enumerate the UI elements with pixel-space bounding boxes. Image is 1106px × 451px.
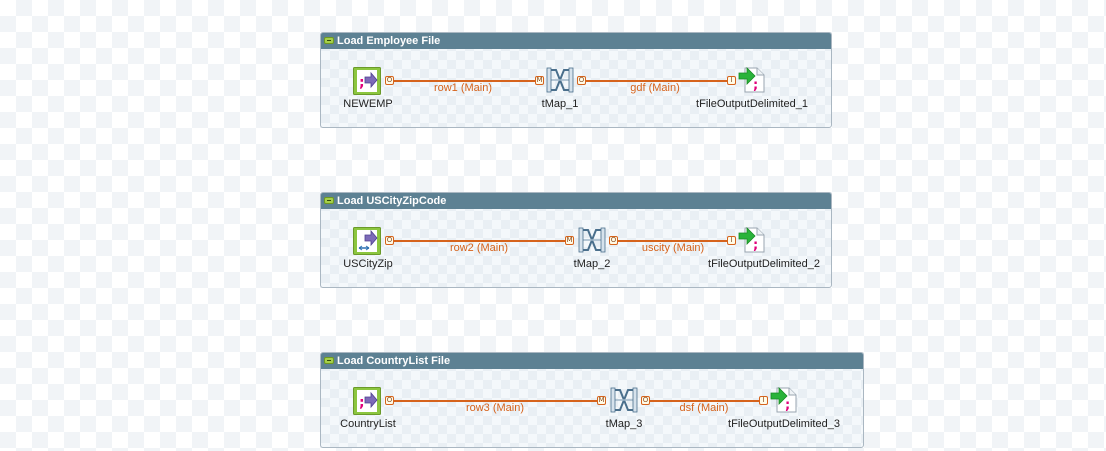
component-label[interactable]: tFileOutputDelimited_1 [696,98,808,110]
svg-text:;: ; [785,398,790,413]
connection-gdf[interactable] [586,80,728,82]
output-port[interactable]: O [385,236,394,245]
subjob-load-countrylist-file[interactable]: Load CountryList File ; O row3 (Main) Co… [320,352,864,448]
connection-label[interactable]: row1 (Main) [433,82,493,94]
file-input-icon[interactable]: ; [353,387,381,415]
subjob-load-employee-file[interactable]: Load Employee File ; O row1 (Main) NEWEM… [320,32,832,128]
map-input-port[interactable]: M [597,396,606,405]
map-input-port[interactable]: M [565,236,574,245]
connection-label[interactable]: row2 (Main) [449,242,509,254]
tmap-icon[interactable] [546,66,574,94]
connection-label[interactable]: row3 (Main) [465,402,525,414]
connection-uscity[interactable] [618,240,728,242]
subjob-header[interactable]: Load USCityZipCode [321,193,831,209]
file-input-icon[interactable]: ; [353,67,381,95]
component-label[interactable]: tFileOutputDelimited_2 [708,258,820,270]
output-input-port[interactable]: I [727,236,736,245]
connection-row1[interactable] [394,80,536,82]
map-input-port[interactable]: M [535,76,544,85]
svg-text:;: ; [753,238,758,253]
connection-label[interactable]: dsf (Main) [679,402,729,414]
map-output-port[interactable]: O [641,396,650,405]
subjob-title: Load CountryList File [337,355,451,367]
svg-text:;: ; [359,75,365,91]
svg-text:;: ; [359,395,365,411]
subjob-header[interactable]: Load Employee File [321,33,831,49]
tmap-icon[interactable] [578,226,606,254]
connection-row2[interactable] [394,240,566,242]
map-output-port[interactable]: O [609,236,618,245]
collapse-icon[interactable] [324,357,334,364]
output-input-port[interactable]: I [727,76,736,85]
component-label[interactable]: USCityZip [343,258,393,270]
file-output-icon[interactable]: ; [738,66,766,94]
file-output-icon[interactable]: ; [738,226,766,254]
component-label[interactable]: tMap_2 [573,258,611,270]
connection-dsf[interactable] [650,400,760,402]
component-label[interactable]: tFileOutputDelimited_3 [728,418,840,430]
svg-text:;: ; [753,78,758,93]
subjob-title: Load USCityZipCode [337,195,447,207]
output-port[interactable]: O [385,396,394,405]
collapse-icon[interactable] [324,37,334,44]
file-input-icon[interactable] [353,227,381,255]
tmap-icon[interactable] [610,386,638,414]
output-input-port[interactable]: I [759,396,768,405]
output-port[interactable]: O [385,76,394,85]
connection-label[interactable]: gdf (Main) [630,82,680,94]
connection-row3[interactable] [394,400,598,402]
connection-label[interactable]: uscity (Main) [641,242,705,254]
subjob-load-uscityzipcode[interactable]: Load USCityZipCode O row2 (Main) USCityZ… [320,192,832,288]
collapse-icon[interactable] [324,197,334,204]
subjob-title: Load Employee File [337,35,441,47]
file-output-icon[interactable]: ; [770,386,798,414]
component-label[interactable]: NEWEMP [343,98,393,110]
component-label[interactable]: CountryList [340,418,396,430]
map-output-port[interactable]: O [577,76,586,85]
component-label[interactable]: tMap_1 [541,98,579,110]
subjob-header[interactable]: Load CountryList File [321,353,863,369]
component-label[interactable]: tMap_3 [605,418,643,430]
